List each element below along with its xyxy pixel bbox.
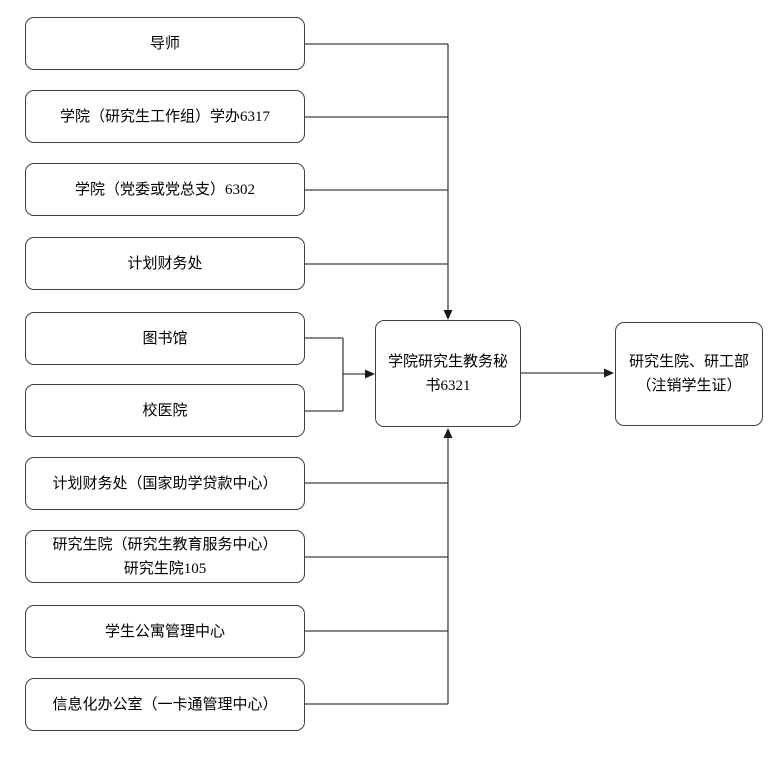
node-label: 导师 xyxy=(149,35,180,52)
node-label: 校医院 xyxy=(142,402,188,419)
node-grad-school-cancel-id: 研究生院、研工部 （注销学生证） xyxy=(615,322,763,426)
arrowhead-up-icon xyxy=(443,428,453,438)
node-label: 学院（研究生工作组）学办6317 xyxy=(59,108,270,125)
node-grad-affairs-secretary: 学院研究生教务秘 书6321 xyxy=(375,320,521,427)
node-label-line2: 研究生院105 xyxy=(123,560,207,577)
node-label: 图书馆 xyxy=(142,330,188,347)
node-label: 计划财务处（国家助学贷款中心） xyxy=(52,475,278,492)
node-grad-education-service-center: 研究生院（研究生教育服务中心） 研究生院105 xyxy=(25,530,305,583)
arrowhead-right-final-icon xyxy=(604,368,614,378)
node-student-apartment-center: 学生公寓管理中心 xyxy=(25,605,305,658)
node-label: 信息化办公室（一卡通管理中心） xyxy=(52,696,278,713)
node-finance-office: 计划财务处 xyxy=(25,237,305,290)
node-label: 学院（党委或党总支）6302 xyxy=(74,181,255,198)
node-label-line1: 研究生院、研工部 xyxy=(628,354,749,370)
node-information-office: 信息化办公室（一卡通管理中心） xyxy=(25,678,305,731)
node-label-line1: 研究生院（研究生教育服务中心） xyxy=(52,536,278,553)
node-college-grad-workgroup: 学院（研究生工作组）学办6317 xyxy=(25,90,305,143)
node-label-line2: 书6321 xyxy=(425,377,471,394)
node-label: 学生公寓管理中心 xyxy=(104,623,225,640)
node-label-line2: （注销学生证） xyxy=(636,378,742,394)
node-library: 图书馆 xyxy=(25,312,305,365)
node-national-loan-center: 计划财务处（国家助学贷款中心） xyxy=(25,457,305,510)
node-label-line1: 学院研究生教务秘 xyxy=(387,353,508,370)
arrowhead-down-icon xyxy=(443,310,453,320)
node-mentor: 导师 xyxy=(25,17,305,70)
node-university-hospital: 校医院 xyxy=(25,384,305,437)
arrowhead-right-bracket-icon xyxy=(365,369,375,379)
node-college-party-committee: 学院（党委或党总支）6302 xyxy=(25,163,305,216)
node-label: 计划财务处 xyxy=(127,255,203,272)
